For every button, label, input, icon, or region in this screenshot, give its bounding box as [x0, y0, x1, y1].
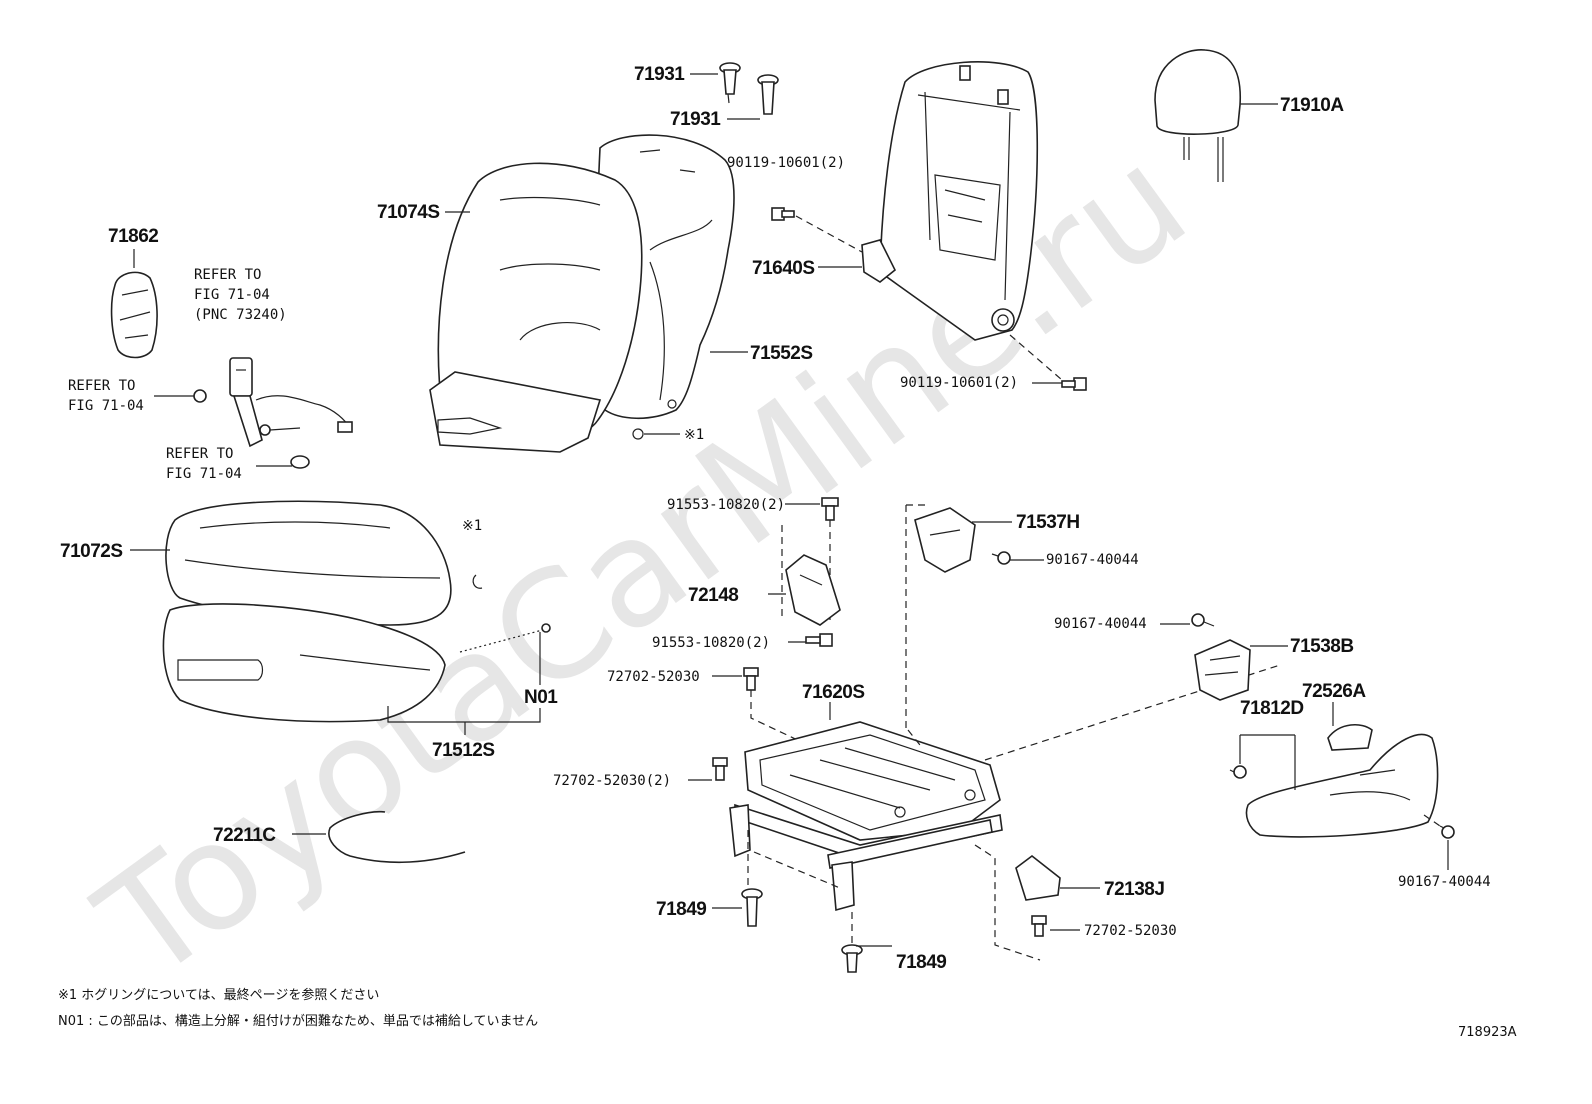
- refer-label-1-line1: REFER TO: [194, 267, 261, 283]
- hog-ring-mark-b: ※1: [462, 518, 482, 534]
- part-label-71849-b: 71849: [896, 952, 946, 973]
- cover-71537H-part: [914, 507, 976, 573]
- part-label-91553-upper: 91553-10820(2): [667, 497, 785, 513]
- headrest-part: [1154, 49, 1242, 182]
- bolt-72702-b: [712, 757, 728, 781]
- part-label-90119-upper: 90119-10601(2): [727, 155, 845, 171]
- part-label-90167-a: 90167-40044: [1046, 552, 1139, 568]
- seatback-cover-part: [429, 162, 643, 453]
- screw-90167-c: [1439, 825, 1455, 839]
- bolt-72702-a: [743, 667, 759, 691]
- bracket-72148-part: [785, 554, 841, 626]
- seatback-frame-part: [861, 61, 1039, 341]
- part-label-71931: 71931: [634, 64, 685, 85]
- cover-72138J-part: [1015, 854, 1061, 901]
- refer-label-2-line2: FIG 71-04: [68, 398, 144, 414]
- footnote-n01: N01 : この部品は、構造上分解・組付けが困難なため、単品では補給していません: [58, 1013, 538, 1029]
- bolt-90119-lower: [1061, 377, 1087, 391]
- hog-ring-mark-a: ※1: [684, 427, 704, 443]
- part-label-72138J: 72138J: [1104, 879, 1164, 900]
- bolt-71849-a: [741, 888, 763, 927]
- part-label-91553-lower: 91553-10820(2): [652, 635, 770, 651]
- part-label-71620S: 71620S: [802, 682, 865, 703]
- part-label-71552S: 71552S: [750, 343, 813, 364]
- bolt-90119-upper: [771, 207, 795, 221]
- bolt-72702-c: [1031, 915, 1047, 937]
- part-label-71931-b: 71931: [670, 109, 721, 130]
- part-label-N01: N01: [524, 687, 558, 708]
- footnote-hog-ring: ※1 ホグリングについては、最終ページを参照ください: [58, 987, 379, 1003]
- clip-71931-part: [719, 62, 779, 115]
- bolt-91553-lower: [805, 633, 833, 647]
- cover-71862-part: [110, 271, 158, 359]
- clip-71812-a: [1229, 765, 1247, 779]
- part-label-71640S: 71640S: [752, 258, 815, 279]
- part-label-71538B: 71538B: [1290, 636, 1354, 657]
- part-label-71910A: 71910A: [1280, 95, 1344, 116]
- screw-90167-b: [1191, 613, 1215, 627]
- part-label-71849-a: 71849: [656, 899, 706, 920]
- refer-label-2-line1: REFER TO: [68, 378, 135, 394]
- part-label-72148: 72148: [688, 585, 738, 606]
- cushion-pad-part: [162, 603, 446, 723]
- nut-refer-b: [290, 455, 310, 469]
- knob-72526A-part: [1327, 723, 1373, 751]
- part-label-72702-b: 72702-52030(2): [553, 773, 671, 789]
- side-cover-71812D-part: [1245, 733, 1439, 838]
- bolt-71849-b: [841, 944, 863, 973]
- part-label-72702-a: 72702-52030: [607, 669, 700, 685]
- part-label-71537H: 71537H: [1016, 512, 1080, 533]
- part-label-71862: 71862: [108, 226, 158, 247]
- part-label-72211C: 72211C: [213, 825, 276, 846]
- seatbelt-buckle-part: [229, 357, 353, 448]
- part-label-71512S: 71512S: [432, 740, 495, 761]
- refer-label-1-line3: (PNC 73240): [194, 307, 287, 323]
- diagram-id: 718923A: [1458, 1025, 1517, 1040]
- part-label-90167-c: 90167-40044: [1398, 874, 1491, 890]
- refer-label-1-line2: FIG 71-04: [194, 287, 270, 303]
- part-label-71812D: 71812D: [1240, 698, 1304, 719]
- part-label-71074S: 71074S: [377, 202, 440, 223]
- part-label-90119-lower: 90119-10601(2): [900, 375, 1018, 391]
- part-label-90167-b: 90167-40044: [1054, 616, 1147, 632]
- refer-label-3-line2: FIG 71-04: [166, 466, 242, 482]
- part-label-72702-c: 72702-52030: [1084, 923, 1177, 939]
- part-label-71072S: 71072S: [60, 541, 123, 562]
- part-label-72526A: 72526A: [1302, 681, 1366, 702]
- refer-label-3-line1: REFER TO: [166, 446, 233, 462]
- cushion-cover-part: [165, 500, 452, 626]
- seat-adjuster-frame-part: [729, 721, 1003, 912]
- screw-90167-a: [991, 551, 1011, 565]
- nut-refer-a: [193, 389, 207, 403]
- bracket-71538B-part: [1194, 639, 1251, 701]
